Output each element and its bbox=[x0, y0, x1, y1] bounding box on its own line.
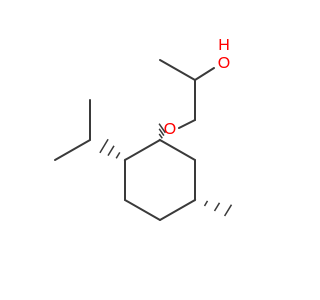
wedge-ring-c2-to-isopropyl bbox=[99, 138, 127, 162]
atom-hydroxyl-oxygen: O bbox=[218, 55, 230, 72]
molecule-structure: H O O bbox=[54, 37, 233, 221]
wedge-ring-c5-to-methyl bbox=[193, 198, 233, 217]
bond-ring-c4-c3 bbox=[124, 199, 161, 221]
bond-choh-to-oh bbox=[194, 67, 215, 81]
bond-ring-c2-c1 bbox=[124, 139, 161, 161]
bond-ch3-to-choh bbox=[159, 59, 196, 81]
atom-hydroxyl-hydrogen: H bbox=[218, 37, 230, 54]
bond-ch2-to-ether-o bbox=[178, 119, 196, 129]
bond-ring-c5-c4 bbox=[159, 199, 196, 221]
wedge-ring-c1-to-ether-o bbox=[158, 123, 167, 142]
atom-ether-oxygen: O bbox=[164, 121, 176, 138]
bond-isopropyl-ch-to-ch3-lower bbox=[54, 139, 91, 161]
bond-ring-c1-c6 bbox=[159, 139, 196, 161]
